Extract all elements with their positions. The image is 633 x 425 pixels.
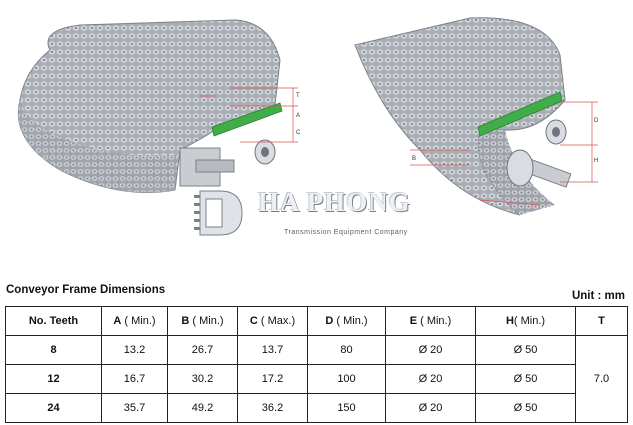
cell-t: 7.0 xyxy=(575,335,628,423)
table-header-row: No. Teeth A ( Min.) B ( Min.) C ( Max.) … xyxy=(5,306,628,336)
cell-h: Ø 50 xyxy=(475,335,576,365)
cell-d: 150 xyxy=(307,393,386,423)
cell-h: Ø 50 xyxy=(475,393,576,423)
cell-h: Ø 50 xyxy=(475,364,576,394)
cell-c: 13.7 xyxy=(237,335,308,365)
dimension-lines-left xyxy=(200,87,298,143)
cell-c: 17.2 xyxy=(237,364,308,394)
dim-label-h: H xyxy=(594,158,598,164)
wear-strip xyxy=(211,102,283,137)
cell-b: 26.7 xyxy=(167,335,238,365)
cell-a: 35.7 xyxy=(101,393,168,423)
cell-c: 36.2 xyxy=(237,393,308,423)
cell-e: Ø 20 xyxy=(385,364,476,394)
wear-strip-right xyxy=(477,91,563,137)
header-no-teeth: No. Teeth xyxy=(5,306,102,336)
dim-label-b: B xyxy=(412,156,416,162)
header-b: B ( Min.) xyxy=(167,306,238,336)
gear-logo-icon xyxy=(194,190,243,236)
unit-label: Unit : mm xyxy=(571,290,625,302)
header-h: H( Min.) xyxy=(475,306,576,336)
dim-label-d: D xyxy=(594,118,599,124)
cell-teeth: 24 xyxy=(5,393,102,423)
cell-a: 13.2 xyxy=(101,335,168,365)
table-row: 12 16.7 30.2 17.2 100 Ø 20 Ø 50 xyxy=(5,364,628,394)
shaft xyxy=(195,159,235,173)
section-title: Conveyor Frame Dimensions xyxy=(6,284,166,296)
cell-teeth: 8 xyxy=(5,335,102,365)
dim-label-c: C xyxy=(296,130,301,136)
cell-e: Ø 20 xyxy=(385,335,476,365)
header-a: A ( Min.) xyxy=(101,306,168,336)
sprocket-right xyxy=(506,149,534,187)
cell-d: 80 xyxy=(307,335,386,365)
cell-d: 100 xyxy=(307,364,386,394)
brand-name: HA PHONG xyxy=(258,187,411,217)
table-row: 24 35.7 49.2 36.2 150 Ø 20 Ø 50 xyxy=(5,393,628,423)
table-row: 8 13.2 26.7 13.7 80 Ø 20 Ø 50 7.0 xyxy=(5,335,628,423)
left-conveyor: T A C xyxy=(17,19,301,193)
cell-teeth: 12 xyxy=(5,364,102,394)
conveyor-illustration: T A C D H B xyxy=(17,17,599,216)
right-conveyor: D H B xyxy=(354,17,599,216)
dim-label-t: T xyxy=(296,93,300,99)
cell-b: 30.2 xyxy=(167,364,238,394)
cell-e: Ø 20 xyxy=(385,393,476,423)
header-d: D ( Min.) xyxy=(307,306,386,336)
header-t: T xyxy=(575,306,628,336)
header-e: E ( Min.) xyxy=(385,306,476,336)
brand-watermark: HA PHONG Transmission Equipment Company xyxy=(190,185,440,245)
cell-a: 16.7 xyxy=(101,364,168,394)
dim-label-a: A xyxy=(296,113,300,119)
cell-b: 49.2 xyxy=(167,393,238,423)
dimension-lines-right xyxy=(410,101,598,206)
header-c: C ( Max.) xyxy=(237,306,308,336)
brand-tagline: Transmission Equipment Company xyxy=(284,229,408,236)
dimensions-table: No. Teeth A ( Min.) B ( Min.) C ( Max.) … xyxy=(5,306,628,423)
